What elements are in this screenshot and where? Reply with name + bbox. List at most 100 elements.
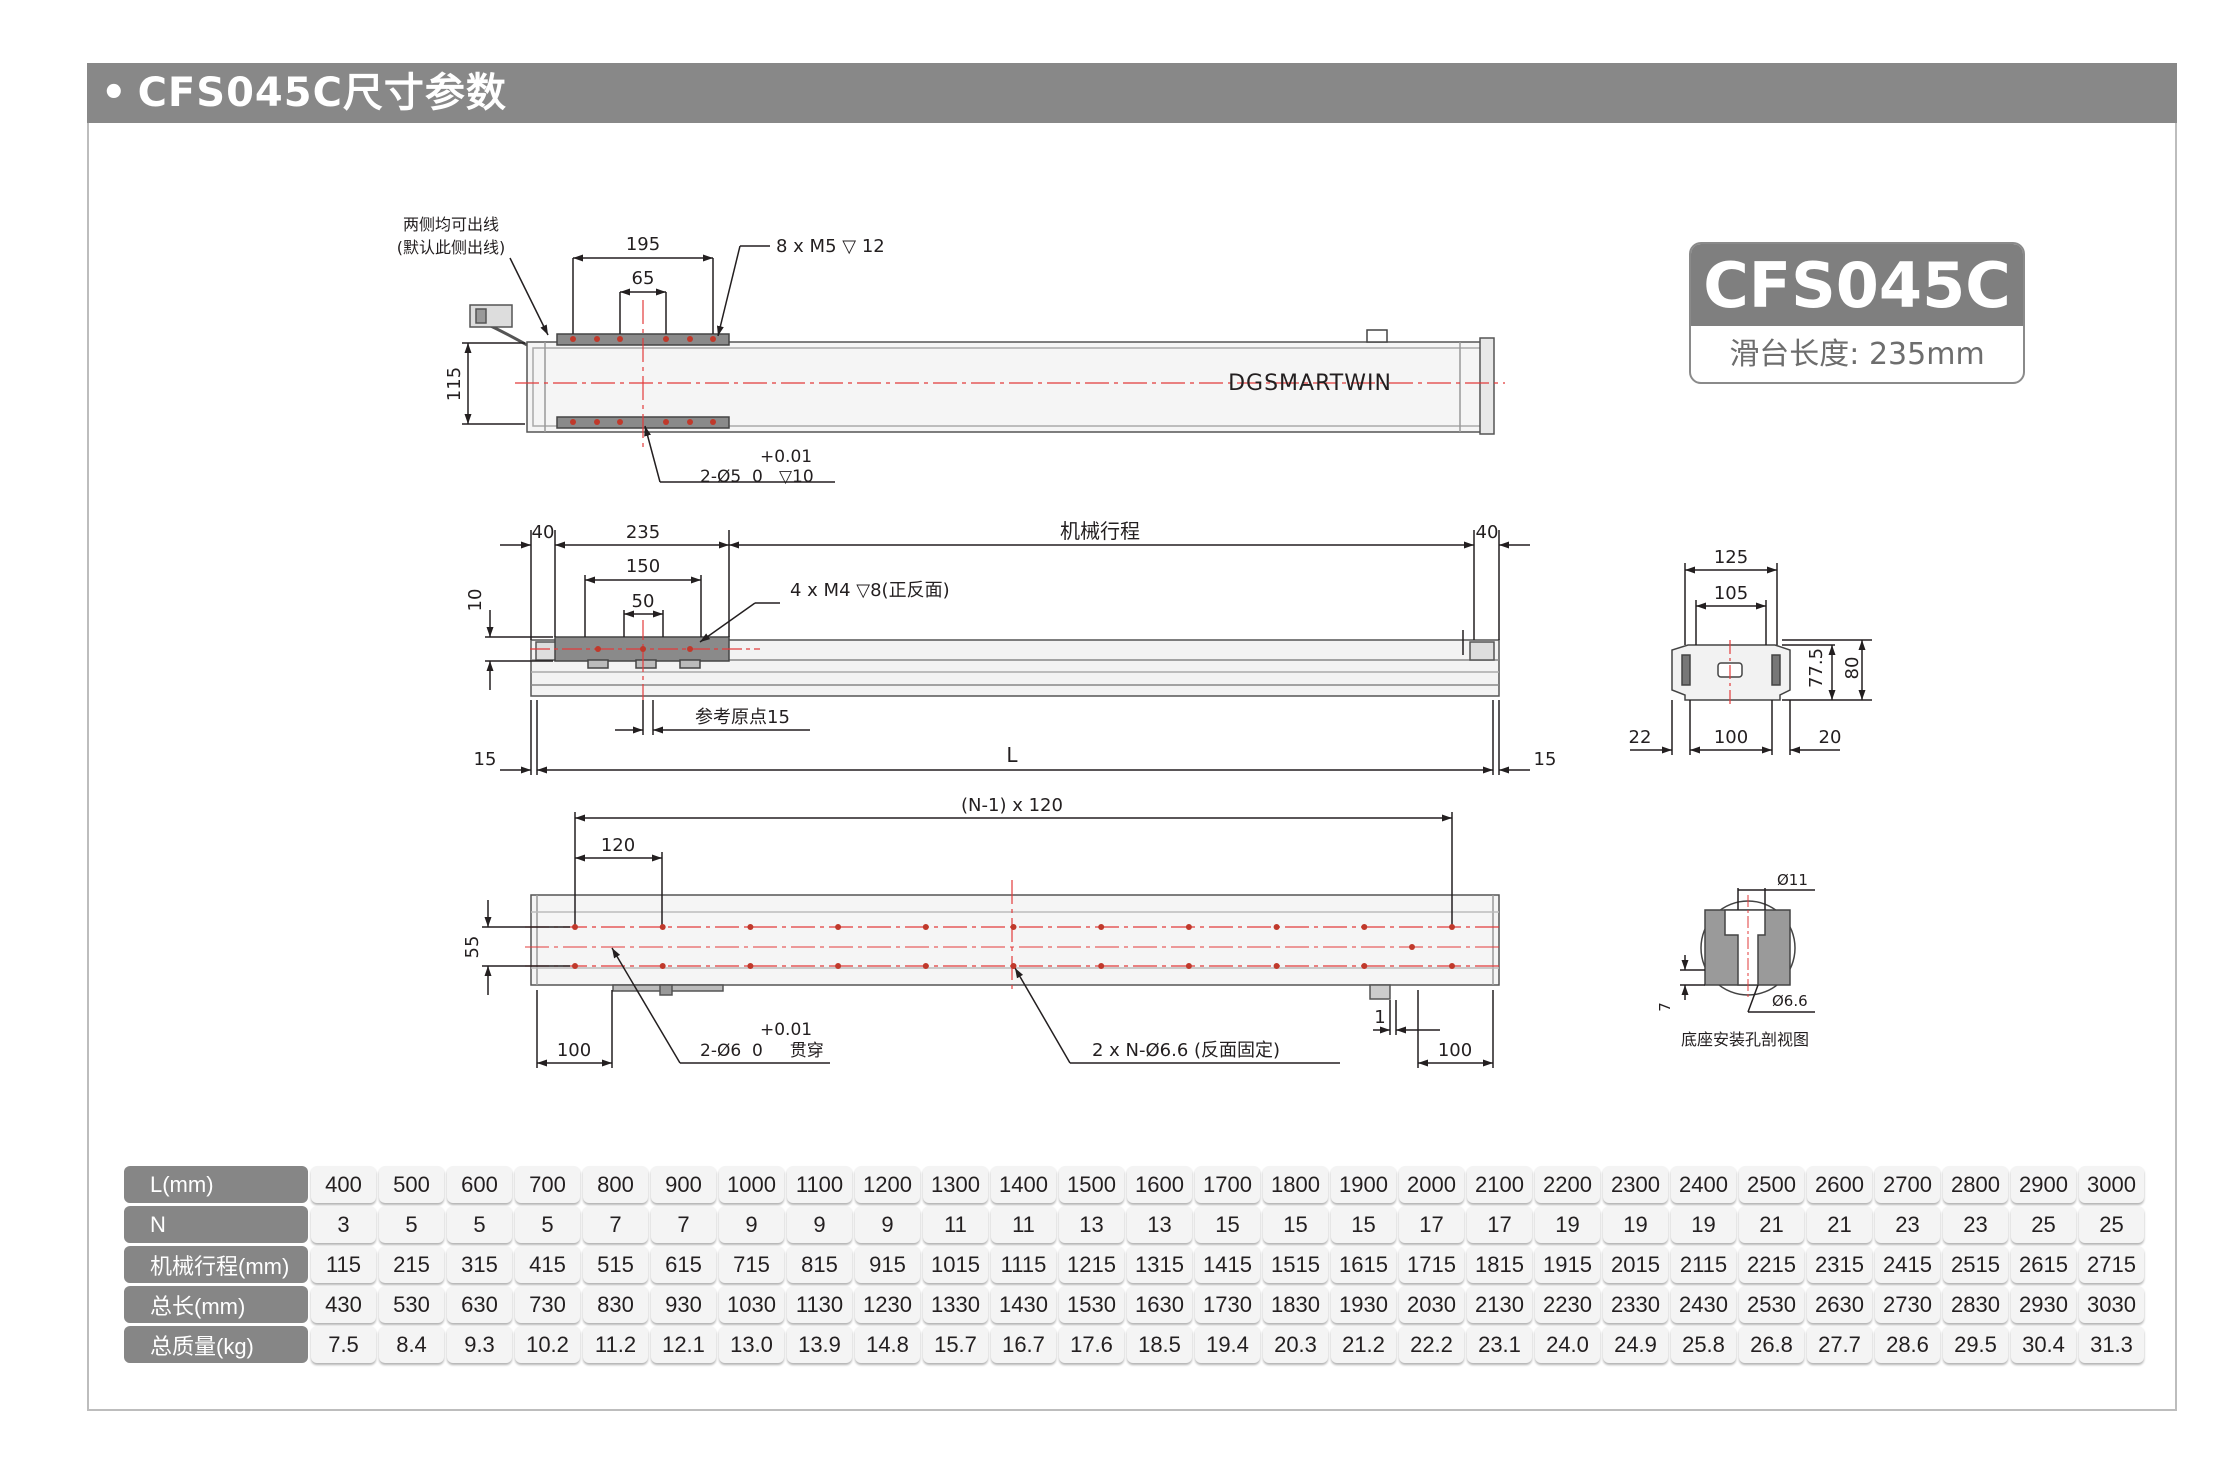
spec-cell: 14.8 [855,1326,920,1363]
spec-cell: 915 [855,1246,920,1283]
spec-cell: 2515 [1943,1246,2008,1283]
spec-cell: 400 [311,1166,376,1203]
spec-cell: 2100 [1467,1166,1532,1203]
spec-cell: 19 [1671,1206,1736,1243]
spec-cell: 715 [719,1246,784,1283]
model-name: CFS045C [1691,244,2023,326]
spec-cell: 815 [787,1246,852,1283]
spec-cell: 9 [855,1206,920,1243]
spec-cell: 11 [923,1206,988,1243]
hole-marker [594,419,600,425]
spec-cell: 2415 [1875,1246,1940,1283]
hole-marker [1098,924,1105,930]
spec-cell: 315 [447,1246,512,1283]
hole-marker [617,336,623,342]
spec-row-label: 总长(mm) [124,1286,308,1323]
pin-hole-label: 2-Ø5 0 ▽10 [700,467,814,487]
spec-cell: 1700 [1195,1166,1260,1203]
hole-marker [710,336,716,342]
spec-cell: 18.5 [1127,1326,1192,1363]
spec-cell: 2115 [1671,1246,1736,1283]
spec-cell: 2715 [2079,1246,2144,1283]
hole-marker [1185,924,1192,930]
spec-cell: 2830 [1943,1286,2008,1323]
spec-cell: 19 [1535,1206,1600,1243]
hole-marker [1273,924,1280,930]
spec-cell: 13 [1127,1206,1192,1243]
spec-cell: 1715 [1399,1246,1464,1283]
hole-marker [617,419,623,425]
hole-marker [1409,944,1415,950]
spec-cell: 9.3 [447,1326,512,1363]
spec-row-label: 总质量(kg) [124,1326,308,1363]
spec-cell: 1900 [1331,1166,1396,1203]
spec-cell: 1300 [923,1166,988,1203]
dim-1: 1 [1374,1007,1385,1028]
dia-6-6: Ø6.6 [1772,992,1808,1010]
spec-cell: 2700 [1875,1166,1940,1203]
bullet-icon: • [101,70,128,116]
bottom-view [482,812,1500,1068]
spec-cell: 2400 [1671,1166,1736,1203]
dim-40-left: 40 [532,522,555,543]
spec-cell: 515 [583,1246,648,1283]
spec-cell: 1430 [991,1286,1056,1323]
spec-cell: 3000 [2079,1166,2144,1203]
spec-cell: 12.1 [651,1326,716,1363]
spec-cell: 1030 [719,1286,784,1323]
spec-cell: 19 [1603,1206,1668,1243]
spec-cell: 27.7 [1807,1326,1872,1363]
dim-7: 7 [1656,1002,1674,1012]
spec-cell: 1500 [1059,1166,1124,1203]
pitch-total: (N-1) x 120 [961,795,1063,816]
spec-cell: 1515 [1263,1246,1328,1283]
dim-22: 22 [1629,727,1652,748]
spec-cell: 2000 [1399,1166,1464,1203]
dim-55: 55 [462,936,483,959]
spec-cell: 7 [583,1206,648,1243]
spec-cell: 2030 [1399,1286,1464,1323]
hole-marker [1098,963,1105,969]
spec-cell: 10.2 [515,1326,580,1363]
dim-15-left: 15 [474,749,497,770]
spec-cell: 1630 [1127,1286,1192,1323]
spec-cell: 1000 [719,1166,784,1203]
spec-cell: 1130 [787,1286,852,1323]
mounting-holes [570,336,1455,969]
spec-cell: 11 [991,1206,1056,1243]
pin-tolerance: +0.01 [760,447,812,467]
slide-length: 滑台长度: 235mm [1729,337,1985,372]
spec-cell: 13 [1059,1206,1124,1243]
section-caption: 底座安装孔剖视图 [1681,1030,1809,1049]
spec-cell: 615 [651,1246,716,1283]
hole-marker [663,419,669,425]
hole-marker [1449,963,1455,969]
dim-L: L [1006,743,1018,767]
spec-cell: 900 [651,1166,716,1203]
hole-marker [687,646,693,652]
dim-10: 10 [465,589,486,612]
spec-cell: 1600 [1127,1166,1192,1203]
spec-cell: 9 [787,1206,852,1243]
dim-65: 65 [632,268,655,289]
hole-marker [922,924,929,930]
cable-note-2: (默认此侧出线) [397,238,506,257]
spec-cell: 1615 [1331,1246,1396,1283]
spec-cell: 23 [1875,1206,1940,1243]
spec-cell: 24.0 [1535,1326,1600,1363]
hole-marker [1185,963,1192,969]
hole-marker [572,963,578,969]
cable-note-1: 两侧均可出线 [403,215,499,234]
model-badge: CFS045C 滑台长度: 235mm [1689,242,2025,384]
hole-marker [1361,924,1368,930]
spec-cell: 2430 [1671,1286,1736,1323]
spec-cell: 2600 [1807,1166,1872,1203]
spec-cell: 3030 [2079,1286,2144,1323]
spec-cell: 2300 [1603,1166,1668,1203]
spec-cell: 15 [1195,1206,1260,1243]
hole-marker [640,646,646,652]
